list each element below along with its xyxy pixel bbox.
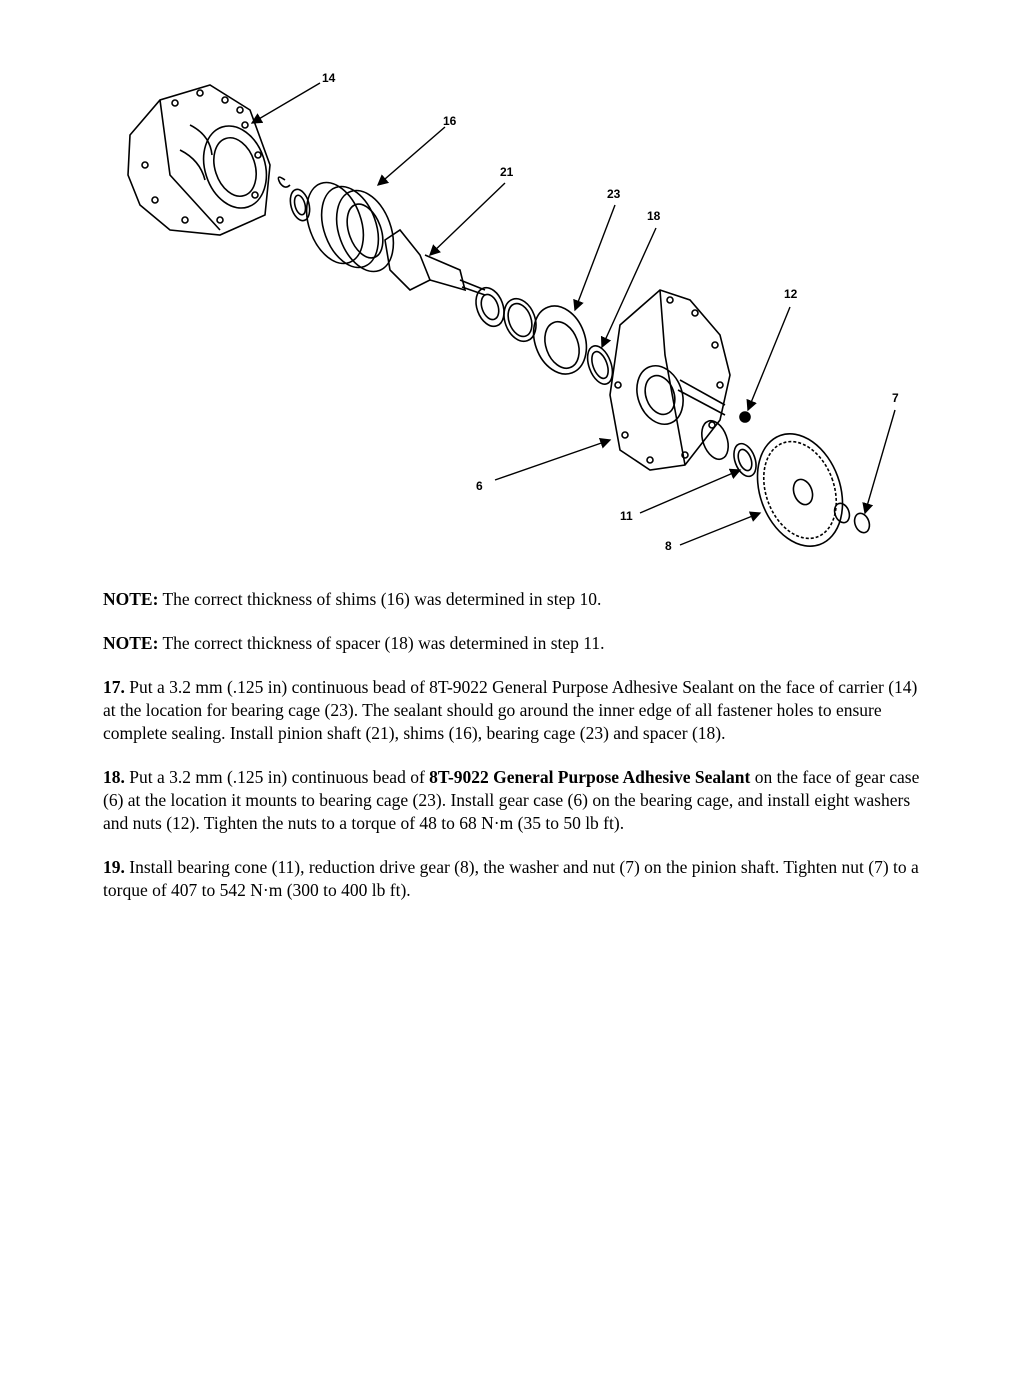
step-text: Install bearing cone (11), reduction dri… <box>103 857 919 900</box>
callout-21: 21 <box>500 165 514 179</box>
pinion-shaft <box>384 228 486 296</box>
callout-7: 7 <box>892 391 899 405</box>
step-number: 17. <box>103 677 125 697</box>
bearing-cone-front <box>475 286 505 328</box>
callout-18: 18 <box>647 209 661 223</box>
step-18: 18. Put a 3.2 mm (.125 in) continuous be… <box>103 766 933 835</box>
callout-11: 11 <box>620 509 633 523</box>
note-spacer: NOTE: The correct thickness of spacer (1… <box>103 632 933 655</box>
spacer <box>586 345 614 385</box>
reduction-drive-gear <box>756 433 844 547</box>
sealant-name: 8T-9022 General Purpose Adhesive Sealant <box>429 767 751 787</box>
bearing-cage <box>532 305 588 375</box>
exploded-view-illustration: 14 16 21 23 18 12 7 6 11 8 <box>100 55 920 565</box>
callout-14: 14 <box>322 71 336 85</box>
note-shims: NOTE: The correct thickness of shims (16… <box>103 588 933 611</box>
exploded-view-drawing: 14 16 21 23 18 12 7 6 11 8 <box>127 71 899 553</box>
step-text-post: on the face of gear case (6) at the loca… <box>103 767 920 833</box>
carrier-housing <box>127 84 271 236</box>
note-text: The correct thickness of spacer (18) was… <box>158 633 605 653</box>
note-label: NOTE: <box>103 589 159 609</box>
step-number: 19. <box>103 857 125 877</box>
bearing-cup-rear <box>701 419 729 461</box>
bearing-cone-11 <box>733 442 757 478</box>
step-text: Put a 3.2 mm (.125 in) continuous bead o… <box>103 677 918 743</box>
callout-16: 16 <box>443 114 457 128</box>
bearing-cup <box>503 297 537 343</box>
washer-7 <box>833 502 851 524</box>
instruction-text: NOTE: The correct thickness of shims (16… <box>103 588 933 923</box>
callout-23: 23 <box>607 187 621 201</box>
callout-8: 8 <box>665 539 672 553</box>
step-number: 18. <box>103 767 125 787</box>
nut-7 <box>853 512 871 534</box>
washer-nut-12 <box>739 411 751 423</box>
gear-case <box>609 289 731 471</box>
step-text-pre: Put a 3.2 mm (.125 in) continuous bead o… <box>124 767 430 787</box>
step-17: 17. Put a 3.2 mm (.125 in) continuous be… <box>103 676 933 745</box>
step-19: 19. Install bearing cone (11), reduction… <box>103 856 933 902</box>
note-label: NOTE: <box>103 633 159 653</box>
callout-12: 12 <box>784 287 798 301</box>
shims <box>305 181 395 273</box>
note-text: The correct thickness of shims (16) was … <box>158 589 602 609</box>
snap-ring <box>277 176 291 188</box>
small-bearing <box>289 188 311 222</box>
callout-6: 6 <box>476 479 483 493</box>
